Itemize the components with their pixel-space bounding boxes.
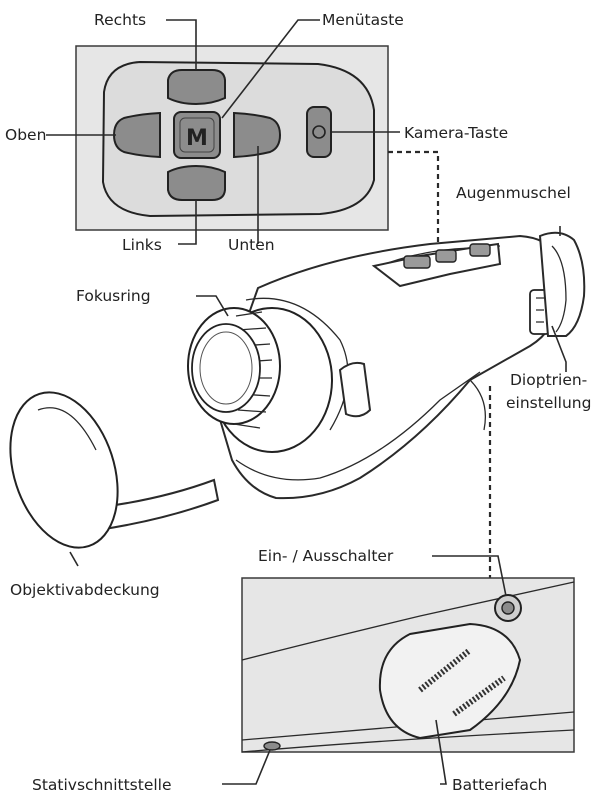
top-button-3[interactable] [469, 243, 491, 257]
oben-button[interactable] [112, 111, 161, 159]
rechts-button[interactable] [167, 69, 226, 106]
lens-cap [9, 391, 220, 549]
label-stativschnittstelle: Stativschnittstelle [32, 776, 172, 794]
label-unten: Unten [228, 236, 275, 254]
side-button [338, 361, 372, 418]
label-objektivabdeckung: Objektivabdeckung [10, 581, 160, 599]
top-buttons-housing [371, 242, 502, 288]
label-ein-ausschalter: Ein- / Ausschalter [258, 547, 394, 565]
tripod-socket [263, 741, 281, 751]
camera-button[interactable] [306, 106, 332, 158]
label-augenmuschel: Augenmuschel [456, 184, 571, 202]
label-dioptrien-line2: einstellung [506, 394, 591, 412]
label-kamera-taste: Kamera-Taste [404, 124, 508, 142]
leader-lines-bottom [222, 555, 507, 785]
label-fokusring: Fokusring [76, 287, 151, 305]
menu-button-glyph: M [186, 126, 208, 151]
battery-compartment [378, 622, 522, 740]
unten-button[interactable] [233, 111, 282, 159]
label-menuetaste: Menütaste [322, 11, 404, 29]
button-panel-inset: M [75, 45, 389, 231]
menu-button[interactable] [173, 111, 221, 159]
label-oben: Oben [5, 126, 46, 144]
leader-lines-middle [69, 226, 567, 578]
bottom-detail-inset [241, 577, 575, 753]
lens-glass [191, 323, 261, 413]
top-button-2[interactable] [435, 249, 457, 263]
label-batteriefach: Batteriefach [452, 776, 547, 794]
label-dioptrien-line1: Dioptrien- [510, 371, 587, 389]
leader-lines-top [46, 19, 440, 246]
label-rechts: Rechts [94, 11, 146, 29]
lens-cap-disc [9, 391, 119, 549]
top-button-1[interactable] [403, 255, 431, 269]
battery-grip-1 [418, 647, 472, 693]
lens-cap-strap [92, 478, 220, 532]
links-button[interactable] [167, 164, 226, 201]
camera-icon [312, 125, 326, 139]
label-links: Links [122, 236, 162, 254]
monocular-device [187, 231, 586, 500]
